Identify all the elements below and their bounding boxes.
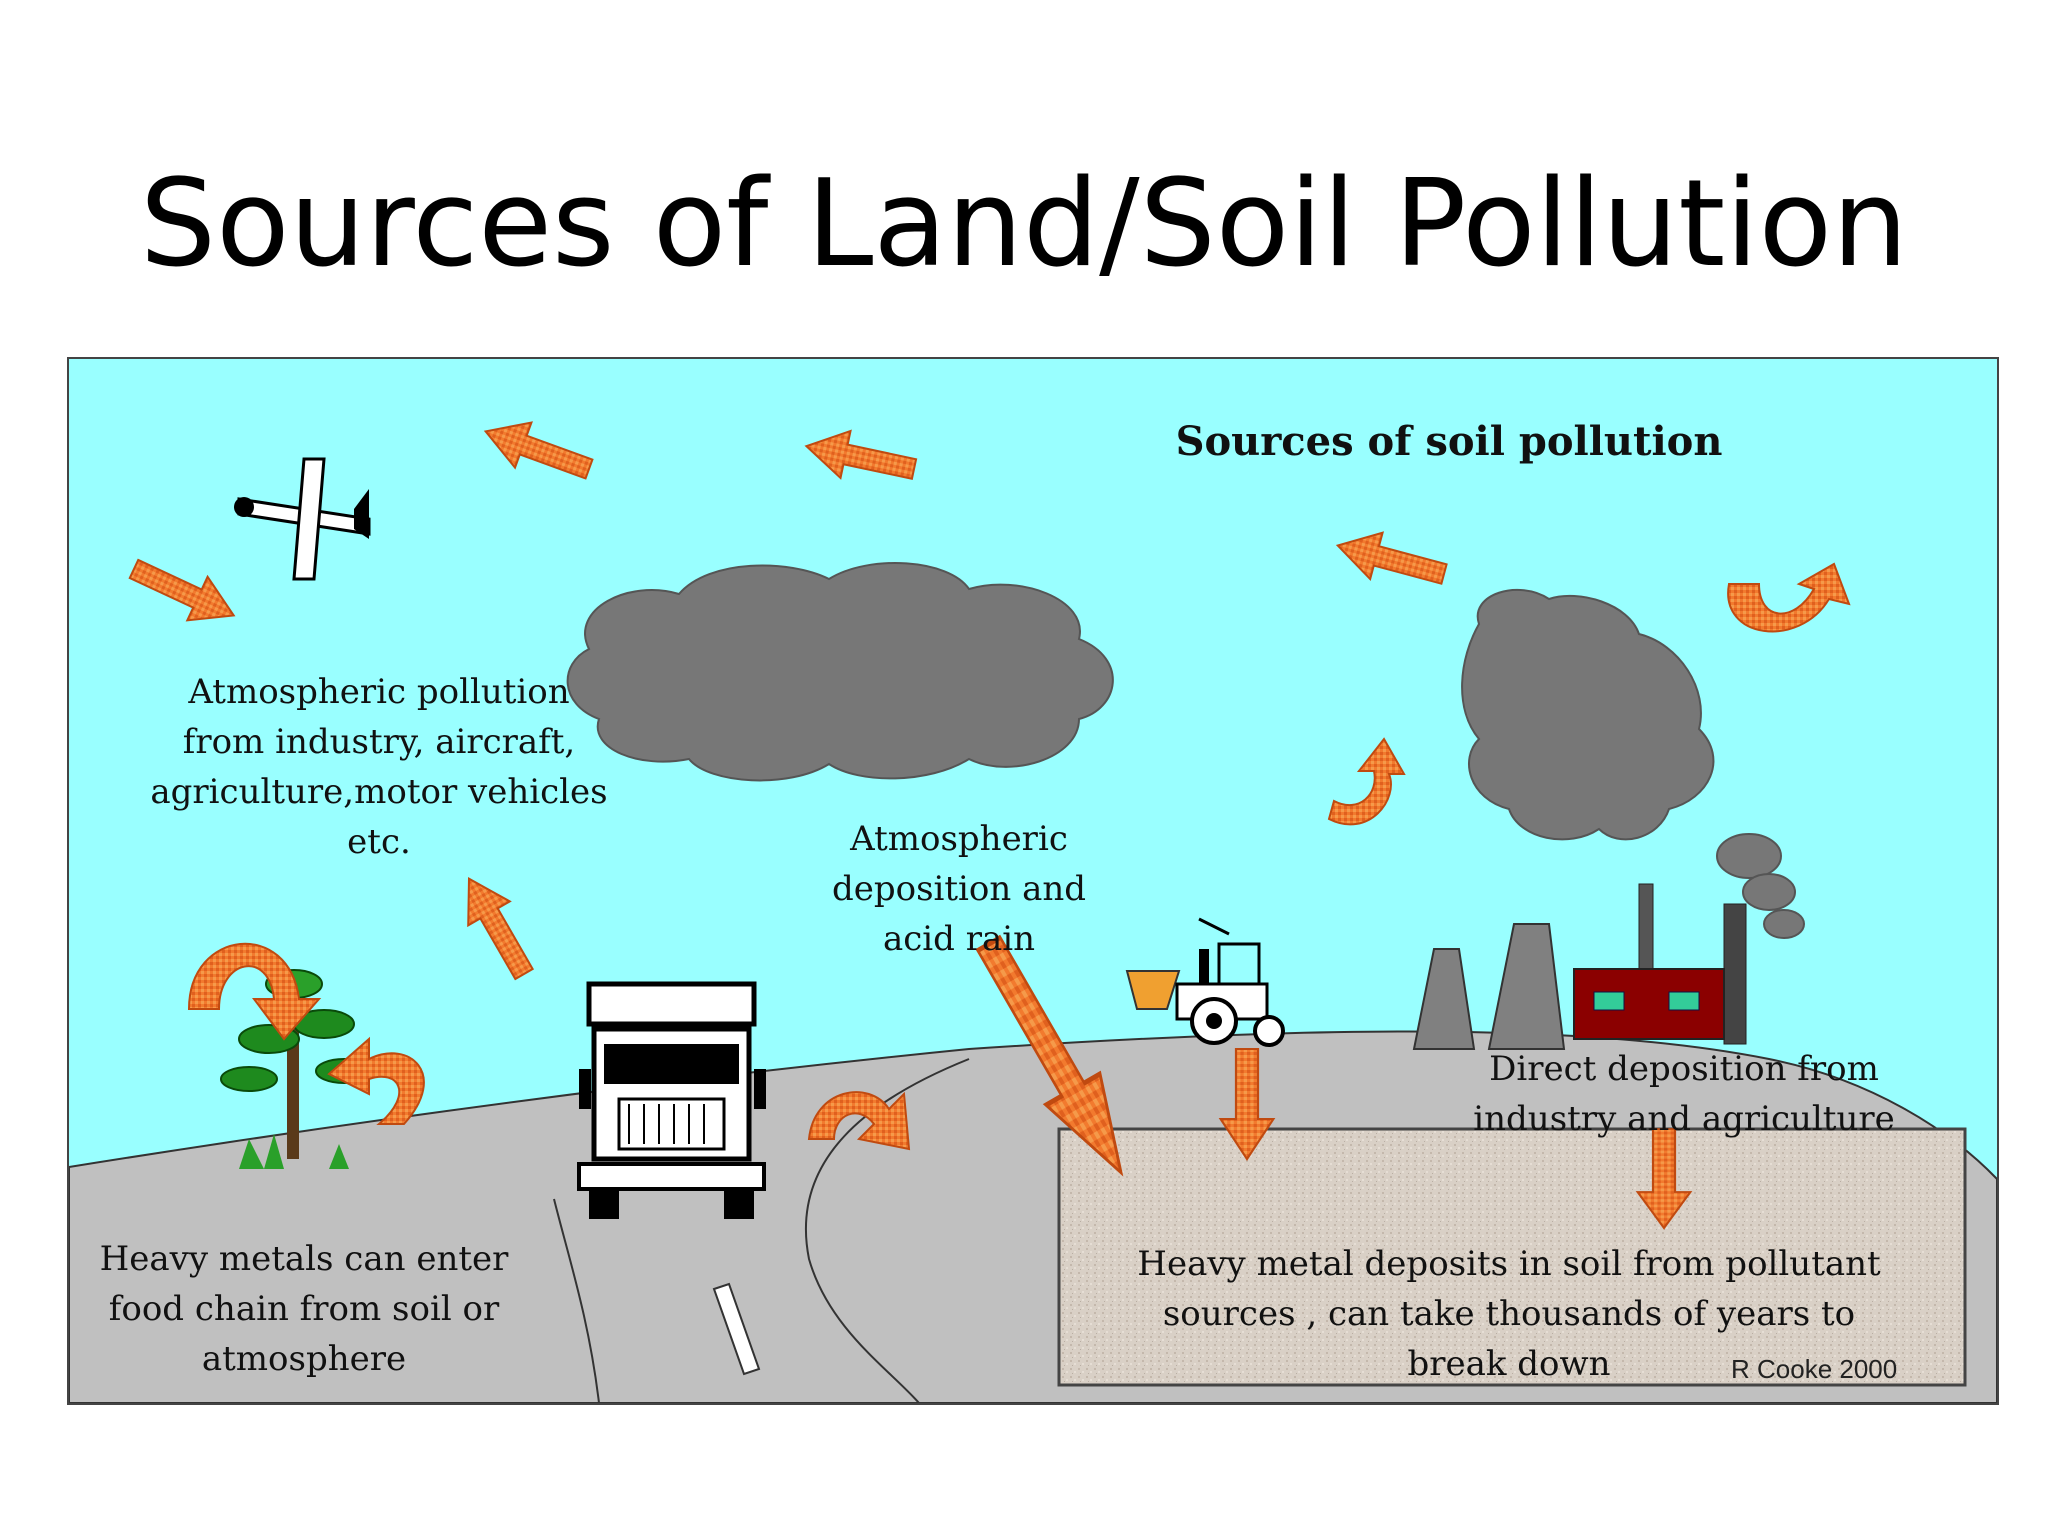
label-heavy-metal-deposits: Heavy metal deposits in soil from pollut…	[1137, 1244, 1881, 1384]
label-atmospheric-deposition: Atmospheric deposition and acid rain	[831, 819, 1087, 959]
curved-arrow-factory	[1727, 562, 1851, 633]
curved-arrow-tree-side	[327, 1036, 425, 1125]
credit: R Cooke 2000	[1731, 1354, 1898, 1384]
label-heavy-metals-food-chain: Heavy metals can enter food chain from s…	[99, 1239, 509, 1379]
smoke-plume	[1461, 589, 1715, 841]
airplane-icon	[234, 457, 371, 581]
road-edge-left	[553, 1198, 600, 1403]
smoke-puff	[1716, 833, 1782, 879]
soil-layer	[1057, 1127, 1967, 1387]
label-atmospheric-pollution: Atmospheric pollution from industry, air…	[150, 672, 608, 862]
curved-arrow-road	[807, 1091, 911, 1151]
cloud-icon	[566, 562, 1114, 782]
road-lane-marking	[712, 1282, 761, 1376]
smoke-puff	[1742, 873, 1796, 911]
road-edge-right	[804, 1058, 970, 1403]
diagram-heading: Sources of soil pollution	[1175, 418, 1723, 465]
factory-icon	[1412, 883, 1747, 1050]
soil-pollution-diagram: Sources of soil pollution Atmospheric po…	[67, 357, 1999, 1405]
curved-arrow-mid	[1327, 737, 1406, 826]
tractor-icon	[1125, 917, 1285, 1047]
curved-arrow-tree-top	[187, 942, 322, 1041]
label-direct-deposition: Direct deposition from industry and agri…	[1473, 1049, 1895, 1139]
smoke-puff	[1763, 909, 1805, 939]
slide-title: Sources of Land/Soil Pollution	[139, 155, 1909, 294]
diagram-canvas	[69, 359, 1997, 1403]
truck-icon	[577, 981, 766, 1219]
